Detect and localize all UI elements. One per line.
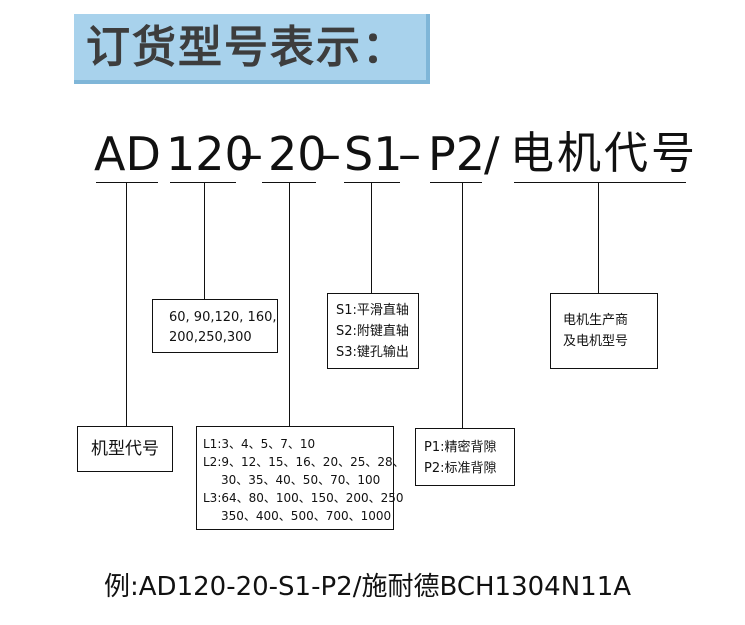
shaft-option-s2: S2:附键直轴	[336, 324, 409, 339]
length-option-l3-cont: 350、400、500、700、1000	[221, 509, 392, 523]
length-option-l2: L2:9、12、15、16、20、25、28、	[203, 455, 405, 469]
precision-options-box: P1:精密背隙 P2:标准背隙	[415, 428, 515, 486]
example-model-code: 例:AD120-20-S1-P2/施耐德BCH1304N11A	[104, 572, 632, 602]
shaft-option-s1: S1:平滑直轴	[336, 303, 409, 318]
underline-motor	[514, 182, 686, 183]
page-title: 订货型号表示：	[86, 22, 408, 73]
leader-shaft	[371, 182, 372, 294]
shaft-options-box: S1:平滑直轴 S2:附键直轴 S3:键孔输出	[327, 293, 419, 369]
precision-option-p1: P1:精密背隙	[424, 440, 497, 455]
length-options-box: L1:3、4、5、7、10 L2:9、12、15、16、20、25、28、 30…	[196, 426, 405, 530]
ratio-options-line-2: 200,250,300	[169, 330, 252, 345]
motor-info-line-2: 及电机型号	[563, 334, 629, 349]
underline-shaft	[344, 182, 400, 183]
title-banner	[74, 14, 430, 84]
precision-option-p2: P2:标准背隙	[424, 461, 497, 476]
underline-ad	[96, 182, 158, 183]
frame-code-box: 机型代号	[77, 426, 173, 472]
motor-info-box: 电机生产商 及电机型号	[550, 293, 658, 369]
model-seg-shaft: S1	[344, 127, 403, 181]
underline-precision	[430, 182, 482, 183]
leader-precision	[462, 182, 463, 428]
ratio-options-box: 60, 90,120, 160, 200,250,300	[152, 299, 278, 353]
length-option-l2-cont: 30、35、40、50、70、100	[221, 473, 381, 487]
length-option-l1: L1:3、4、5、7、10	[203, 437, 316, 451]
leader-frame	[126, 182, 127, 426]
leader-size	[204, 182, 205, 300]
frame-code-label: 机型代号	[91, 439, 159, 459]
shaft-option-s3: S3:键孔输出	[336, 345, 409, 360]
model-dash-2: –	[318, 127, 341, 181]
model-seg-motor: 电机代号	[510, 128, 698, 179]
model-slash: /	[484, 127, 500, 181]
motor-info-line-1: 电机生产商	[563, 313, 629, 328]
model-seg-precision: P2	[428, 127, 486, 181]
ratio-options-line-1: 60, 90,120, 160,	[169, 310, 277, 325]
leader-motor	[598, 182, 599, 294]
model-seg-ad: AD	[94, 127, 161, 181]
model-dash-3: –	[398, 127, 421, 181]
model-dash-1: –	[240, 127, 263, 181]
underline-size	[170, 182, 236, 183]
length-option-l3: L3:64、80、100、150、200、250	[203, 491, 404, 505]
model-seg-size: 120	[166, 127, 254, 181]
leader-ratio	[289, 182, 290, 426]
model-seg-ratio: 20	[268, 127, 327, 181]
